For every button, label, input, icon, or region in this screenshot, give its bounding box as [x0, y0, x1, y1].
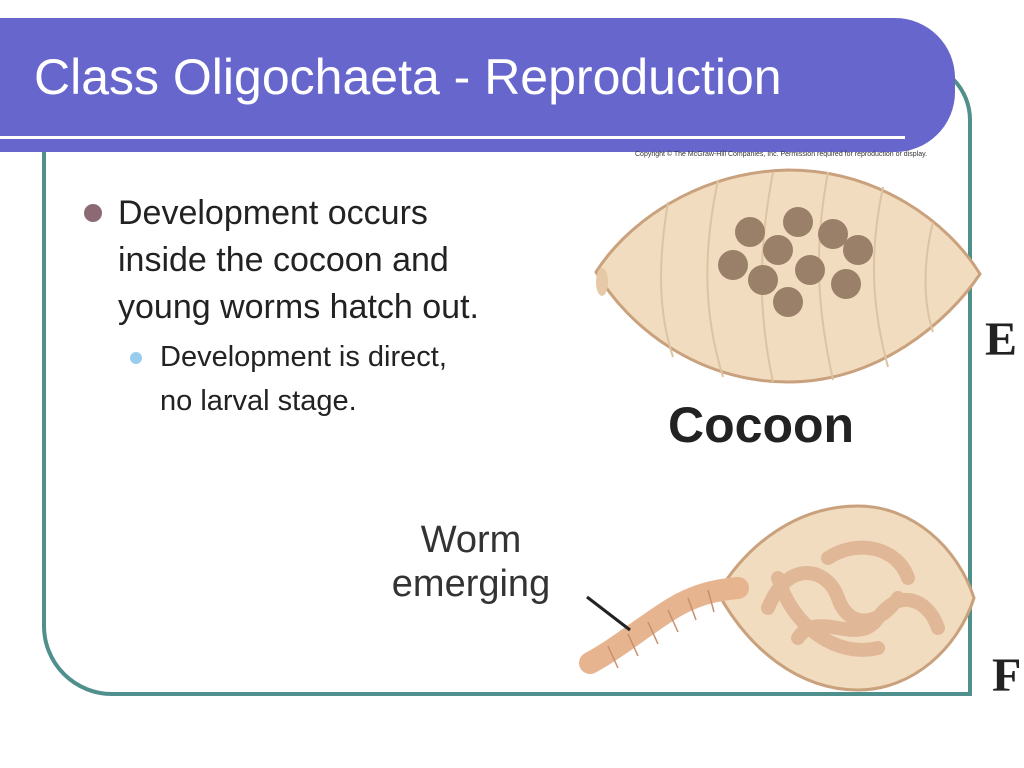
sub-bullet-dot-icon: [130, 352, 142, 364]
bullet-list: Development occurs inside the cocoon and…: [78, 190, 498, 423]
cocoon-illustration: [594, 168, 982, 384]
panel-letter-e: E: [985, 313, 1018, 366]
bullet-main: Development occurs inside the cocoon and…: [78, 190, 498, 331]
bullet-main-text: Development occurs inside the cocoon and…: [118, 194, 479, 326]
cocoon-shape: [594, 168, 982, 384]
frame-mark: [968, 448, 972, 498]
bullet-sub-text: Development is direct, no larval stage.: [160, 341, 447, 417]
title-bar: [0, 18, 955, 152]
coiled-worms: [761, 540, 945, 657]
bullet-sub: Development is direct, no larval stage.: [130, 335, 460, 423]
cocoon-shape-f: [716, 504, 976, 692]
panel-letter-f: F: [992, 649, 1022, 702]
label-pointer-line: [586, 595, 631, 632]
bullet-dot-icon: [84, 204, 102, 222]
title-underline: [0, 136, 905, 139]
copyright-credit: Copyright © The McGraw-Hill Companies, I…: [635, 151, 928, 158]
cocoon-tip: [596, 268, 608, 296]
cocoon-ridges: [660, 171, 934, 383]
worm-emerging-label: Worm emerging: [391, 519, 551, 605]
worm-segments: [607, 589, 715, 669]
egg-cluster: [718, 207, 873, 317]
worm-emerging-illustration: [579, 504, 976, 692]
emerging-worm: [579, 577, 749, 674]
cocoon-label: Cocoon: [668, 397, 855, 453]
slide-title: Class Oligochaeta - Reproduction: [34, 49, 782, 105]
